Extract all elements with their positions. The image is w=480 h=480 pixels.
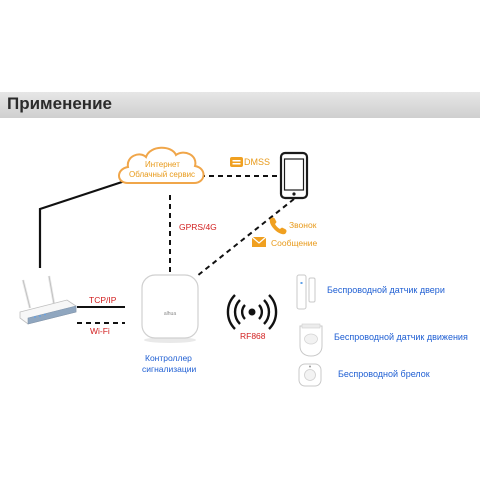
phone-icon — [279, 151, 309, 200]
call-icon — [269, 217, 287, 235]
controller-hub-icon: alhua — [141, 274, 199, 343]
cloud-icon — [118, 146, 205, 184]
controller-label-line1: Контроллер — [145, 353, 192, 363]
controller-label-line2: сигнализации — [142, 364, 197, 374]
call-label: Звонок — [289, 220, 317, 230]
message-icon — [251, 236, 267, 247]
key-fob-label: Беспроводной брелок — [338, 369, 430, 379]
rf-label: RF868 — [240, 331, 266, 341]
message-label: Сообщение — [271, 238, 318, 248]
tcpip-label: TCP/IP — [89, 295, 117, 305]
phone-controller-link — [196, 198, 295, 277]
dmss-app-icon — [230, 157, 243, 167]
door-sensor-icon — [296, 274, 316, 310]
cloud-label-internet: Интернет — [145, 160, 180, 169]
cloud-router-line — [38, 179, 126, 268]
dmss-label: DMSS — [244, 157, 271, 167]
router-icon — [19, 275, 77, 325]
connection-lines — [38, 175, 295, 324]
page-title: Применение — [7, 94, 112, 113]
cloud-label-service: Облачный сервис — [129, 170, 196, 179]
rf-signal-icon — [226, 294, 278, 330]
wifi-label: Wi-Fi — [90, 326, 110, 336]
motion-sensor-icon — [299, 323, 323, 357]
motion-sensor-label: Беспроводной датчик движения — [334, 332, 468, 342]
title-bar: Применение — [0, 92, 480, 118]
door-sensor-label: Беспроводной датчик двери — [327, 285, 445, 295]
key-fob-icon — [298, 363, 322, 387]
svg-text:alhua: alhua — [164, 311, 176, 317]
gprs-label: GPRS/4G — [179, 222, 217, 232]
